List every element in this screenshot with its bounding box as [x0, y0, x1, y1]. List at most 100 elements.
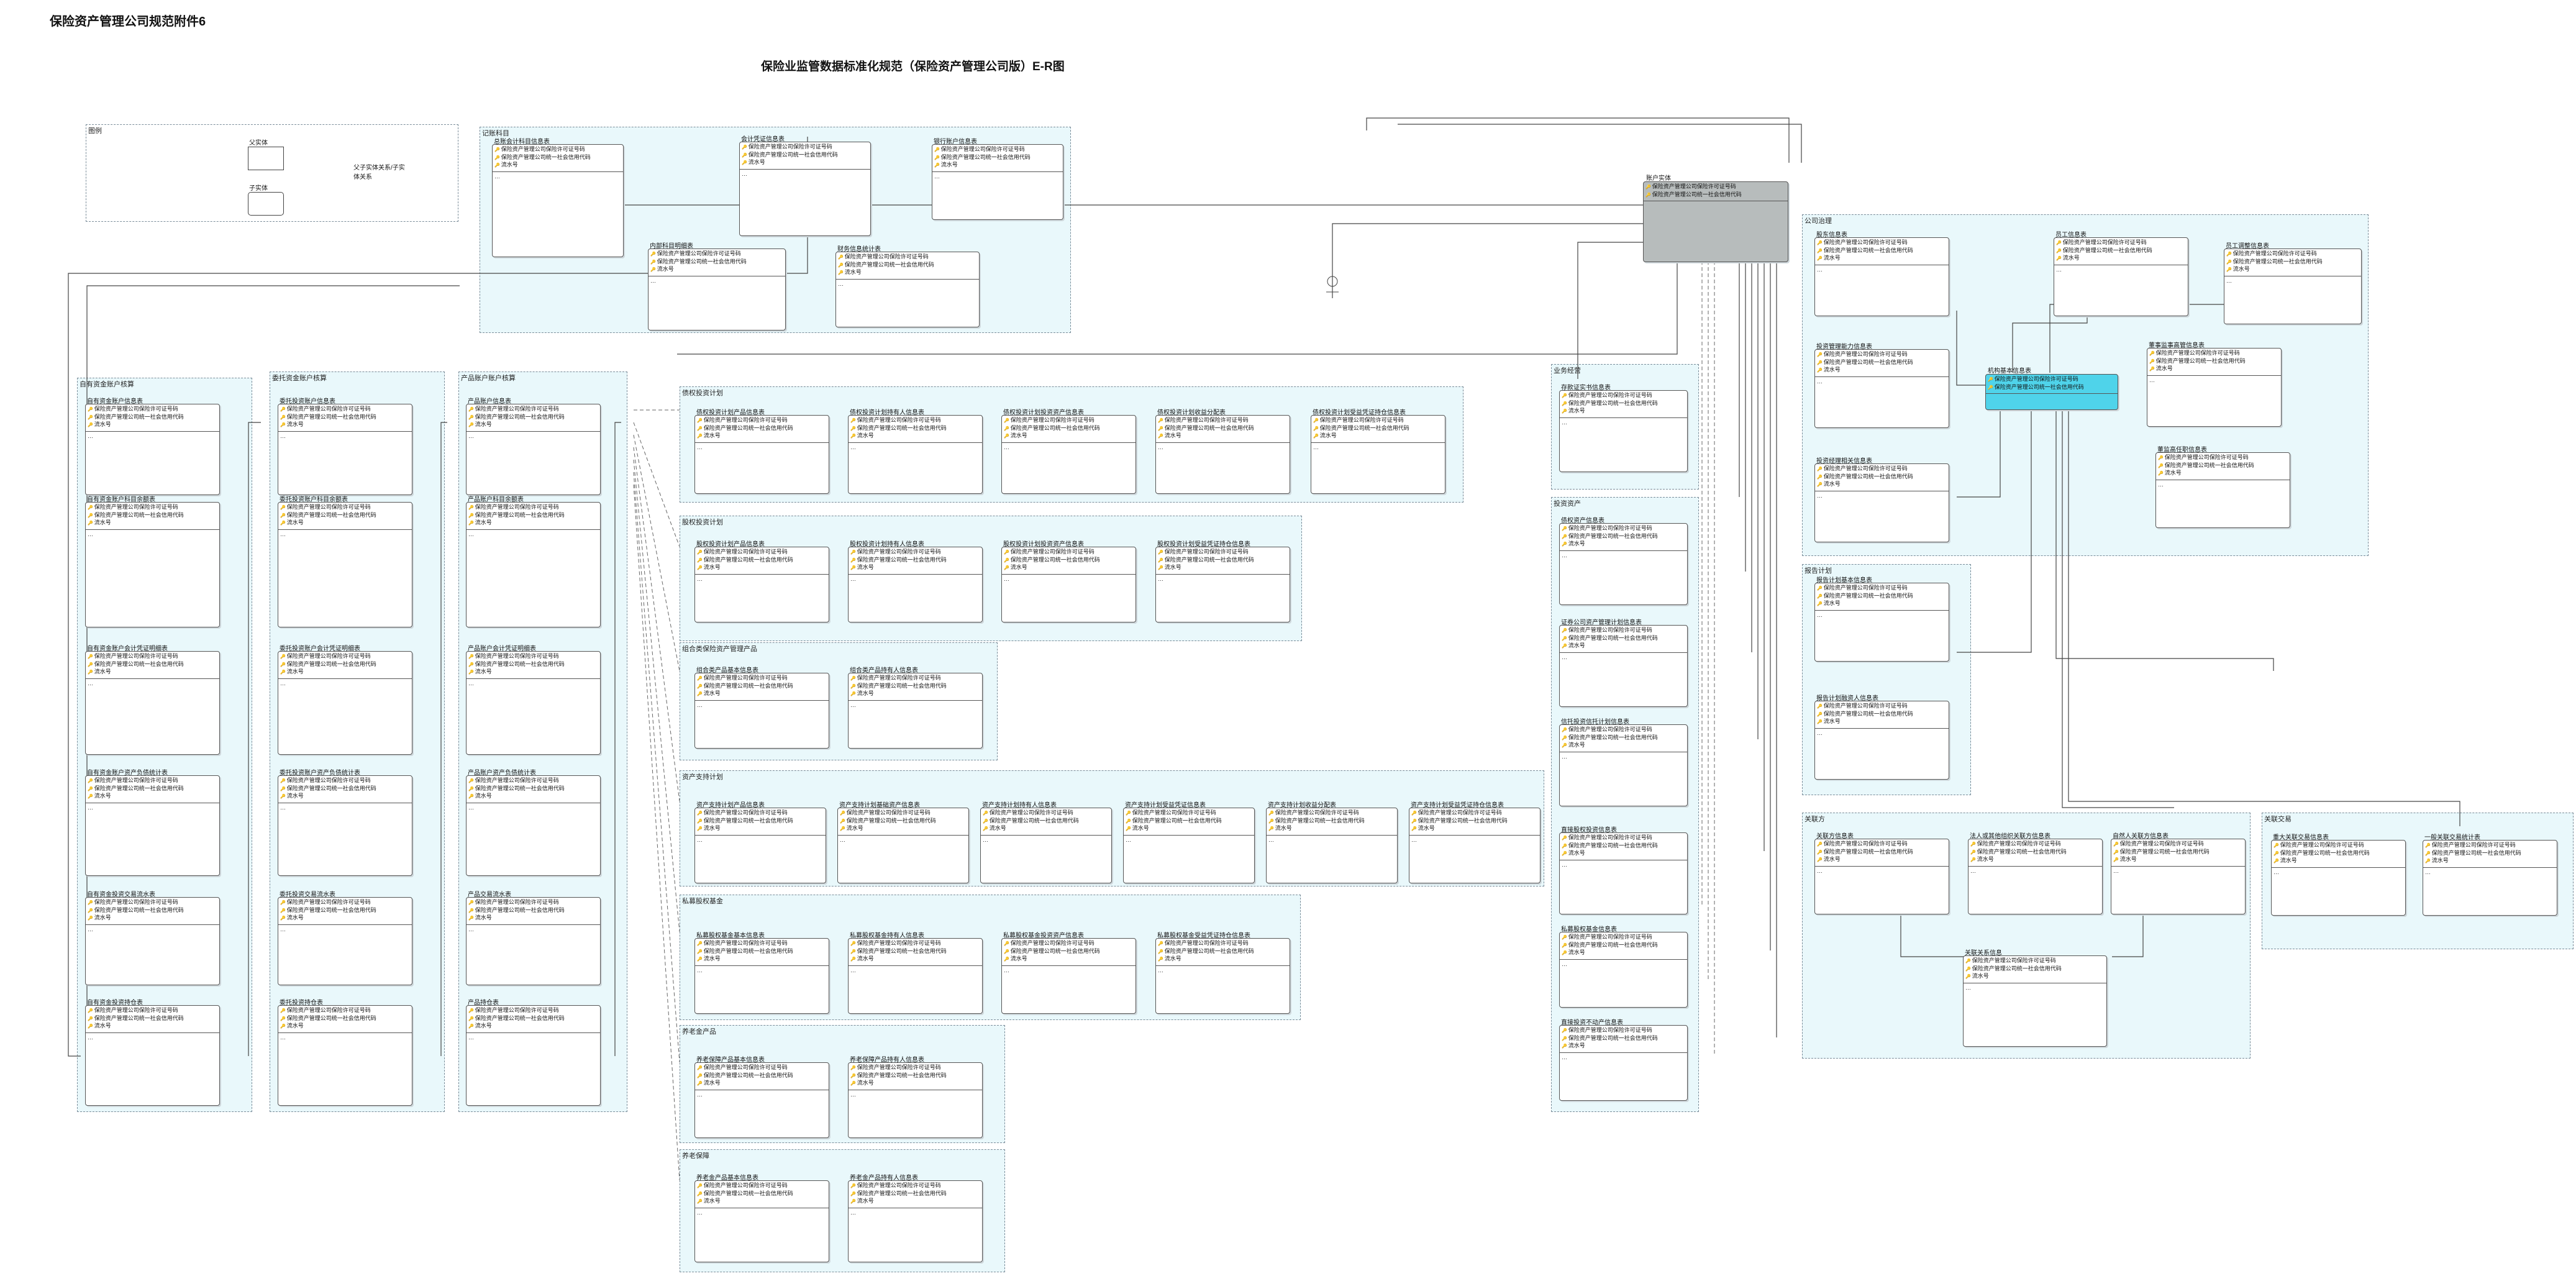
entity-e13[interactable]: 委托投资账户科目余额表保险资产管理公司保险许可证号码保险资产管理公司统一社会信用… [278, 496, 412, 627]
entity-e26[interactable]: 债权投资计划投资资产信息表保险资产管理公司保险许可证号码保险资产管理公司统一社会… [1001, 409, 1136, 494]
entity-e1[interactable]: 总账会计科目信息表保险资产管理公司保险许可证号码保险资产管理公司统一社会信用代码… [492, 139, 624, 257]
entity-e28[interactable]: 债权投资计划受益凭证持仓信息表保险资产管理公司保险许可证号码保险资产管理公司统一… [1311, 409, 1445, 494]
entity-e42[interactable]: 私募股权基金持有人信息表保险资产管理公司保险许可证号码保险资产管理公司统一社会信… [848, 932, 983, 1014]
entity-e8[interactable]: 自有资金账户会计凭证明细表保险资产管理公司保险许可证号码保险资产管理公司统一社会… [85, 645, 220, 755]
entity-e23[interactable]: 产品持仓表保险资产管理公司保险许可证号码保险资产管理公司统一社会信用代码流水号… [466, 1000, 601, 1106]
entity-e7[interactable]: 自有资金账户科目余额表保险资产管理公司保险许可证号码保险资产管理公司统一社会信用… [85, 496, 220, 627]
entity-attr-block: … [1815, 729, 1949, 738]
entity-attr-block: … [86, 432, 219, 441]
entity-e21[interactable]: 产品账户资产负债统计表保险资产管理公司保险许可证号码保险资产管理公司统一社会信用… [466, 770, 601, 876]
entity-e68[interactable]: 关联关系信息保险资产管理公司保险许可证号码保险资产管理公司统一社会信用代码流水号… [1963, 950, 2107, 1047]
key-attr: 流水号 [1970, 856, 2100, 864]
entity-e12[interactable]: 委托投资账户信息表保险资产管理公司保险许可证号码保险资产管理公司统一社会信用代码… [278, 398, 412, 495]
entity-e3[interactable]: 银行账户信息表保险资产管理公司保险许可证号码保险资产管理公司统一社会信用代码流水… [932, 139, 1063, 220]
key-attr: 保险资产管理公司统一社会信用代码 [280, 661, 410, 669]
key-attr: 保险资产管理公司统一社会信用代码 [1158, 557, 1288, 565]
entity-e27[interactable]: 债权投资计划收益分配表保险资产管理公司保险许可证号码保险资产管理公司统一社会信用… [1155, 409, 1290, 494]
entity-attr-block: … [86, 925, 219, 934]
entity-e25[interactable]: 债权投资计划持有人信息表保险资产管理公司保险许可证号码保险资产管理公司统一社会信… [848, 409, 983, 494]
entity-account-center[interactable]: 保险资产管理公司保险许可证号码 保险资产管理公司统一社会信用代码 [1643, 181, 1788, 262]
entity-attr-block: … [278, 925, 412, 934]
entity-e17[interactable]: 委托投资持仓表保险资产管理公司保险许可证号码保险资产管理公司统一社会信用代码流水… [278, 1000, 412, 1106]
entity-e45[interactable]: 养老保障产品基本信息表保险资产管理公司保险许可证号码保险资产管理公司统一社会信用… [694, 1057, 829, 1138]
entity-e64[interactable]: 报告计划融资人信息表保险资产管理公司保险许可证号码保险资产管理公司统一社会信用代… [1814, 695, 1949, 780]
entity-e10[interactable]: 自有资金投资交易流水表保险资产管理公司保险许可证号码保险资产管理公司统一社会信用… [85, 891, 220, 985]
entity-e65[interactable]: 关联方信息表保险资产管理公司保险许可证号码保险资产管理公司统一社会信用代码流水号… [1814, 833, 1949, 914]
entity-e70[interactable]: 一般关联交易统计表保险资产管理公司保险许可证号码保险资产管理公司统一社会信用代码… [2423, 834, 2557, 916]
legend-parent-entity [248, 147, 284, 170]
entity-e29[interactable]: 股权投资计划产品信息表保险资产管理公司保险许可证号码保险资产管理公司统一社会信用… [694, 541, 829, 622]
entity-e52[interactable]: 信托投资信托计划信息表保险资产管理公司保险许可证号码保险资产管理公司统一社会信用… [1559, 719, 1688, 806]
entity-e35[interactable]: 资产支持计划产品信息表保险资产管理公司保险许可证号码保险资产管理公司统一社会信用… [694, 802, 826, 883]
entity-e9[interactable]: 自有资金账户资产负债统计表保险资产管理公司保险许可证号码保险资产管理公司统一社会… [85, 770, 220, 876]
entity-e51[interactable]: 证券公司资产管理计划信息表保险资产管理公司保险许可证号码保险资产管理公司统一社会… [1559, 619, 1688, 707]
entity-e67[interactable]: 自然人关联方信息表保险资产管理公司保险许可证号码保险资产管理公司统一社会信用代码… [2111, 833, 2246, 914]
entity-e37[interactable]: 资产支持计划持有人信息表保险资产管理公司保险许可证号码保险资产管理公司统一社会信… [980, 802, 1112, 883]
entity-e55[interactable]: 直接投资不动产信息表保险资产管理公司保险许可证号码保险资产管理公司统一社会信用代… [1559, 1019, 1688, 1101]
entity-e31[interactable]: 股权投资计划投资资产信息表保险资产管理公司保险许可证号码保险资产管理公司统一社会… [1001, 541, 1136, 622]
entity-e50[interactable]: 债权资产信息表保险资产管理公司保险许可证号码保险资产管理公司统一社会信用代码流水… [1559, 517, 1688, 605]
entity-e43[interactable]: 私募股权基金投资资产信息表保险资产管理公司保险许可证号码保险资产管理公司统一社会… [1001, 932, 1136, 1014]
entity-e22[interactable]: 产品交易流水表保险资产管理公司保险许可证号码保险资产管理公司统一社会信用代码流水… [466, 891, 601, 985]
entity-e34[interactable]: 组合类产品持有人信息表保险资产管理公司保险许可证号码保险资产管理公司统一社会信用… [848, 667, 983, 749]
entity-e11[interactable]: 自有资金投资持仓表保险资产管理公司保险许可证号码保险资产管理公司统一社会信用代码… [85, 1000, 220, 1106]
entity-e61[interactable]: 董监高任职信息表保险资产管理公司保险许可证号码保险资产管理公司统一社会信用代码流… [2155, 447, 2290, 528]
entity-e48[interactable]: 养老金产品持有人信息表保险资产管理公司保险许可证号码保险资产管理公司统一社会信用… [848, 1175, 983, 1262]
entity-e33[interactable]: 组合类产品基本信息表保险资产管理公司保险许可证号码保险资产管理公司统一社会信用代… [694, 667, 829, 749]
key-attr: 保险资产管理公司统一社会信用代码 [2158, 462, 2288, 470]
entity-e6[interactable]: 自有资金账户信息表保险资产管理公司保险许可证号码保险资产管理公司统一社会信用代码… [85, 398, 220, 495]
entity-e56[interactable]: 股东信息表保险资产管理公司保险许可证号码保险资产管理公司统一社会信用代码流水号… [1814, 232, 1949, 316]
entity-e62[interactable]: 投资经理相关信息表保险资产管理公司保险许可证号码保险资产管理公司统一社会信用代码… [1814, 458, 1949, 542]
entity-attr-block: … [1560, 551, 1687, 560]
entity-title: 私募股权基金受益凭证持仓信息表 [1157, 932, 1250, 939]
entity-attr-block: … [1002, 966, 1136, 975]
entity-e60[interactable]: 投资管理能力信息表保险资产管理公司保险许可证号码保险资产管理公司统一社会信用代码… [1814, 344, 1949, 428]
entity-e36[interactable]: 资产支持计划基础资产信息表保险资产管理公司保险许可证号码保险资产管理公司统一社会… [837, 802, 969, 883]
entity-e57[interactable]: 员工信息表保险资产管理公司保险许可证号码保险资产管理公司统一社会信用代码流水号… [2054, 232, 2188, 316]
group-label-trust-account: 委托资金账户核算 [272, 375, 327, 382]
entity-key-block: 保险资产管理公司保险许可证号码保险资产管理公司统一社会信用代码流水号 [278, 503, 412, 530]
entity-e4[interactable]: 内部科目明细表保险资产管理公司保险许可证号码保险资产管理公司统一社会信用代码流水… [648, 243, 786, 330]
entity-e14[interactable]: 委托投资账户会计凭证明细表保险资产管理公司保险许可证号码保险资产管理公司统一社会… [278, 645, 412, 755]
entity-e54[interactable]: 私募股权基金信息表保险资产管理公司保险许可证号码保险资产管理公司统一社会信用代码… [1559, 926, 1688, 1008]
entity-e49[interactable]: 存款证实书信息表保险资产管理公司保险许可证号码保险资产管理公司统一社会信用代码流… [1559, 385, 1688, 472]
entity-key-block: 保险资产管理公司保险许可证号码保险资产管理公司统一社会信用代码流水号 [467, 503, 600, 530]
entity-e46[interactable]: 养老保障产品持有人信息表保险资产管理公司保险许可证号码保险资产管理公司统一社会信… [848, 1057, 983, 1138]
entity-e58[interactable]: 员工调整信息表保险资产管理公司保险许可证号码保险资产管理公司统一社会信用代码流水… [2224, 243, 2362, 324]
entity-e39[interactable]: 资产支持计划收益分配表保险资产管理公司保险许可证号码保险资产管理公司统一社会信用… [1266, 802, 1398, 883]
entity-attr-block: … [278, 432, 412, 441]
entity-e41[interactable]: 私募股权基金基本信息表保险资产管理公司保险许可证号码保险资产管理公司统一社会信用… [694, 932, 829, 1014]
entity-attr-block: … [2111, 867, 2245, 876]
entity-e18[interactable]: 产品账户信息表保险资产管理公司保险许可证号码保险资产管理公司统一社会信用代码流水… [466, 398, 601, 495]
entity-e15[interactable]: 委托投资账户资产负债统计表保险资产管理公司保险许可证号码保险资产管理公司统一社会… [278, 770, 412, 876]
entity-e19[interactable]: 产品账户科目余额表保险资产管理公司保险许可证号码保险资产管理公司统一社会信用代码… [466, 496, 601, 627]
entity-e5[interactable]: 财务信息统计表保险资产管理公司保险许可证号码保险资产管理公司统一社会信用代码流水… [835, 246, 980, 327]
key-attr: 保险资产管理公司统一社会信用代码 [850, 948, 980, 956]
entity-e69[interactable]: 重大关联交易信息表保险资产管理公司保险许可证号码保险资产管理公司统一社会信用代码… [2271, 834, 2406, 916]
entity-e53[interactable]: 直接股权投资信息表保险资产管理公司保险许可证号码保险资产管理公司统一社会信用代码… [1559, 827, 1688, 914]
entity-e2[interactable]: 会计凭证信息表保险资产管理公司保险许可证号码保险资产管理公司统一社会信用代码流水… [739, 136, 871, 236]
entity-e24[interactable]: 债权投资计划产品信息表保险资产管理公司保险许可证号码保险资产管理公司统一社会信用… [694, 409, 829, 494]
entity-e44[interactable]: 私募股权基金受益凭证持仓信息表保险资产管理公司保险许可证号码保险资产管理公司统一… [1155, 932, 1290, 1014]
entity-e30[interactable]: 股权投资计划持有人信息表保险资产管理公司保险许可证号码保险资产管理公司统一社会信… [848, 541, 983, 622]
key-attr: 保险资产管理公司保险许可证号码 [983, 809, 1109, 818]
entity-e38[interactable]: 资产支持计划受益凭证信息表保险资产管理公司保险许可证号码保险资产管理公司统一社会… [1123, 802, 1255, 883]
entity-e59[interactable]: 董事监事高管信息表保险资产管理公司保险许可证号码保险资产管理公司统一社会信用代码… [2147, 342, 2282, 427]
key-attr: 流水号 [850, 564, 980, 572]
entity-e63[interactable]: 报告计划基本信息表保险资产管理公司保险许可证号码保险资产管理公司统一社会信用代码… [1814, 577, 1949, 662]
key-attr: 保险资产管理公司保险许可证号码 [280, 406, 410, 414]
entity-title: 自有资金账户信息表 [87, 398, 143, 405]
entity-e16[interactable]: 委托投资交易流水表保险资产管理公司保险许可证号码保险资产管理公司统一社会信用代码… [278, 891, 412, 985]
entity-e47[interactable]: 养老金产品基本信息表保险资产管理公司保险许可证号码保险资产管理公司统一社会信用代… [694, 1175, 829, 1262]
entity-e20[interactable]: 产品账户会计凭证明细表保险资产管理公司保险许可证号码保险资产管理公司统一社会信用… [466, 645, 601, 755]
more-attrs: … [1004, 575, 1011, 582]
entity-e40[interactable]: 资产支持计划受益凭证持仓信息表保险资产管理公司保险许可证号码保险资产管理公司统一… [1409, 802, 1541, 883]
key-attr: 流水号 [1004, 564, 1134, 572]
entity-institution-center[interactable]: 保险资产管理公司保险许可证号码 保险资产管理公司统一社会信用代码 [1985, 374, 2118, 410]
entity-e32[interactable]: 股权投资计划受益凭证持仓信息表保险资产管理公司保险许可证号码保险资产管理公司统一… [1155, 541, 1290, 622]
entity-e66[interactable]: 法人或其他组织关联方信息表保险资产管理公司保险许可证号码保险资产管理公司统一社会… [1968, 833, 2103, 914]
key-attr: 流水号 [2273, 857, 2403, 865]
key-attr: 流水号 [468, 1023, 598, 1031]
key-attr: 流水号 [697, 825, 824, 833]
entity-key-block: 保险资产管理公司保险许可证号码保险资产管理公司统一社会信用代码流水号 [278, 404, 412, 432]
